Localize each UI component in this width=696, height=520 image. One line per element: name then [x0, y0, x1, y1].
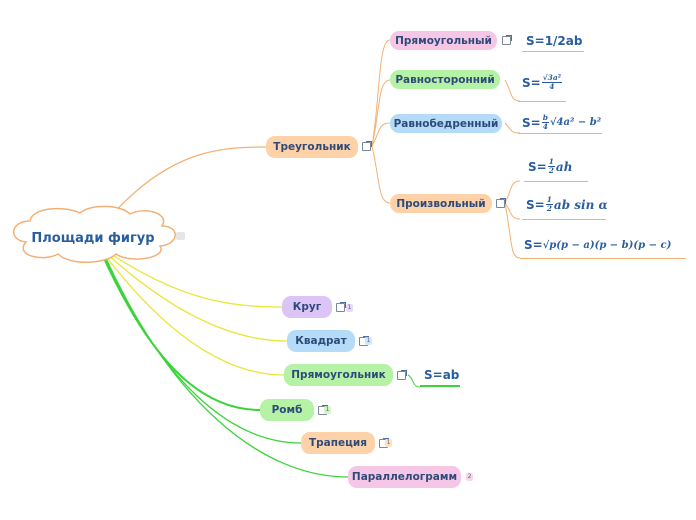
link-icon[interactable]: [362, 141, 372, 151]
node-rectangle[interactable]: Прямоугольник: [284, 364, 393, 386]
formula-prefix: S=: [524, 238, 543, 252]
formula-rectangle: S=ab: [420, 364, 460, 387]
node-right-triangle[interactable]: Прямоугольный: [390, 31, 497, 50]
math-expression: ah: [555, 159, 573, 174]
link-icon[interactable]: [336, 302, 346, 312]
note-badge: 2: [466, 473, 473, 481]
note-badge: 1: [365, 337, 372, 345]
note-badge: 1: [385, 439, 392, 447]
cloud-shape: [13, 205, 176, 263]
link-icon[interactable]: [496, 198, 506, 208]
node-arbitrary[interactable]: Произвольный: [390, 194, 492, 213]
math-expression: ab sin α: [553, 197, 608, 212]
node-triangle[interactable]: Треугольник: [266, 136, 358, 158]
math-expression: √4a² − b²: [549, 117, 602, 128]
node-square[interactable]: Квадрат: [287, 330, 355, 352]
link-root-square: [105, 252, 288, 342]
note-badge: 1: [324, 406, 331, 414]
link-arb-f2: [504, 202, 521, 220]
formula-right-triangle: S=1/2ab: [522, 30, 584, 52]
node-rhombus[interactable]: Ромб: [260, 399, 314, 421]
math-expression: √p(p − a)(p − b)(p − c): [542, 239, 672, 251]
link-root-rectangle: [103, 253, 285, 376]
link-triangle-isos: [371, 122, 391, 147]
node-circle[interactable]: Круг: [282, 296, 332, 318]
link-root-trapezoid: [102, 253, 302, 444]
link-equi-formula: [504, 79, 521, 102]
node-trapezoid[interactable]: Трапеция: [301, 432, 375, 454]
link-arb-f3: [504, 202, 521, 259]
formula-prefix: S=: [522, 75, 541, 90]
link-triangle-rect: [371, 39, 391, 147]
formula-arbitrary-3: S= √p(p − a)(p − b)(p − c): [520, 232, 686, 259]
link-icon[interactable]: [502, 35, 512, 45]
node-isosceles[interactable]: Равнобедренный: [390, 114, 502, 133]
link-triangle-equi: [371, 79, 391, 147]
root-title[interactable]: Площади фигур: [31, 230, 155, 246]
link-isos-formula: [504, 122, 521, 134]
link-root-triangle: [109, 146, 267, 218]
link-root-circle: [107, 251, 283, 308]
formula-prefix: S=: [528, 159, 547, 174]
link-root-parallelogram: [103, 253, 349, 478]
link-icon[interactable]: [397, 370, 407, 380]
link-triangle-arb: [371, 145, 391, 204]
note-badge: 1: [346, 304, 353, 312]
link-arb-f1: [504, 180, 521, 204]
link-root-rhombus: [101, 253, 261, 411]
node-equilateral[interactable]: Равносторонний: [390, 70, 500, 89]
node-parallelogram[interactable]: Параллелограмм: [348, 466, 461, 488]
note-badge: [176, 232, 185, 240]
link-rectangle-formula: [407, 374, 421, 388]
formula-prefix: S=: [526, 197, 545, 212]
formula-prefix: S=: [522, 115, 541, 130]
